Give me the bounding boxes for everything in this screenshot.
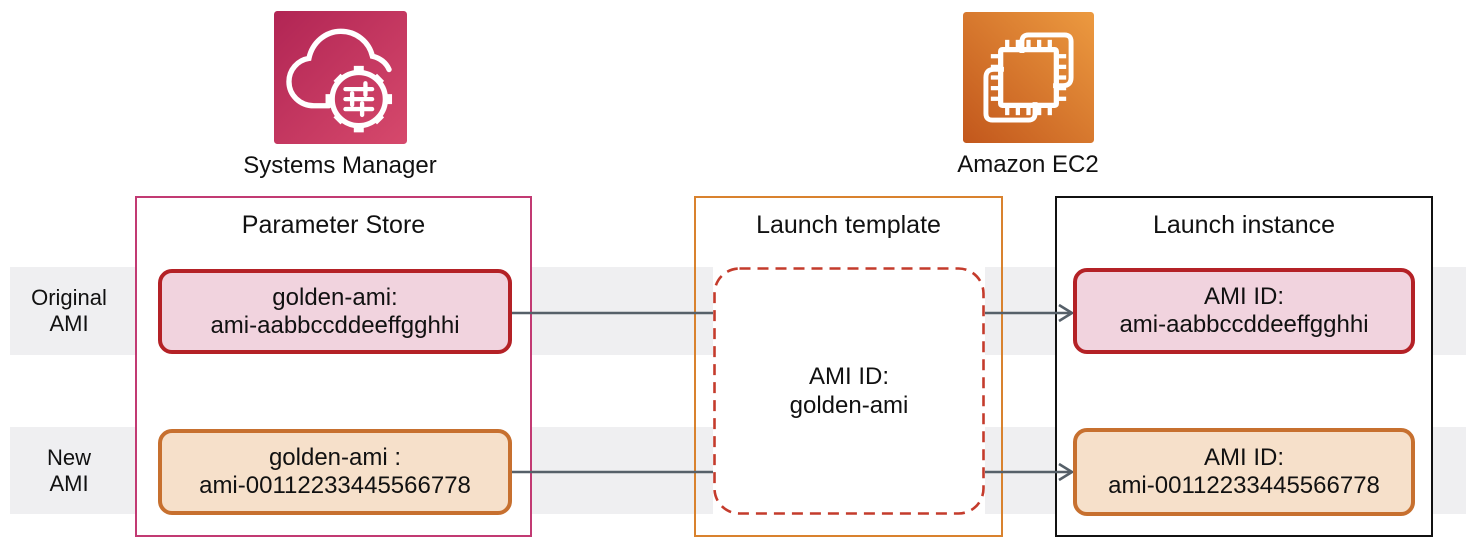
- dashed-border: [713, 267, 985, 515]
- arrow-original-store-to-template: [512, 311, 714, 315]
- row-label-line: Original: [31, 285, 107, 310]
- node-line: golden-ami :: [268, 444, 402, 471]
- service-label-ec2: Amazon EC2: [957, 151, 1099, 178]
- parameter-store-title: Parameter Store: [241, 211, 426, 239]
- node-line: ami-00112233445566778: [1108, 472, 1380, 499]
- row-label-line: AMI: [49, 470, 89, 496]
- launch-instance-title: Launch instance: [1152, 211, 1336, 239]
- arrow-new-store-to-template: [512, 470, 714, 474]
- node-line: ami-aabbccddeeffgghhi: [210, 311, 460, 339]
- ec2-icon: [962, 12, 1094, 143]
- row-label-line: New: [46, 444, 91, 470]
- instance-new-ami-node: AMI ID: ami-00112233445566778: [1073, 428, 1415, 516]
- node-line: AMI ID:: [1203, 444, 1284, 471]
- template-ami-line: golden-ami: [789, 392, 909, 419]
- node-line: ami-00112233445566778: [199, 472, 471, 499]
- node-line: golden-ami:: [272, 283, 398, 311]
- systems-manager-icon: [273, 11, 407, 144]
- launch-instance-panel: Launch instance AMI ID: ami-aabbccddeeff…: [1055, 196, 1433, 537]
- row-label-line: AMI: [49, 311, 89, 336]
- ec2-service: Amazon EC2: [905, 12, 1151, 178]
- launch-template-title: Launch template: [756, 211, 941, 239]
- launch-template-panel: Launch template AMI ID: golden-ami: [694, 196, 1003, 537]
- instance-original-ami-node: AMI ID: ami-aabbccddeeffgghhi: [1073, 268, 1415, 354]
- row-label-original: Original AMI: [10, 267, 128, 355]
- parameter-original-ami-node: golden-ami: ami-aabbccddeeffgghhi: [158, 269, 512, 354]
- node-line: ami-aabbccddeeffgghhi: [1119, 311, 1369, 338]
- template-ami-line: AMI ID:: [808, 363, 889, 390]
- parameter-new-ami-node: golden-ami : ami-00112233445566778: [158, 429, 512, 515]
- node-line: AMI ID:: [1203, 283, 1284, 310]
- launch-template-dashed-box: AMI ID: golden-ami: [713, 267, 985, 515]
- row-label-new: New AMI: [10, 427, 128, 514]
- arrow-new-template-to-instance: [984, 462, 1075, 482]
- systems-manager-service: Systems Manager: [217, 11, 463, 179]
- service-label-systems-manager: Systems Manager: [243, 152, 437, 179]
- parameter-store-panel: Parameter Store golden-ami: ami-aabbccdd…: [135, 196, 532, 537]
- arrow-original-template-to-instance: [984, 303, 1075, 323]
